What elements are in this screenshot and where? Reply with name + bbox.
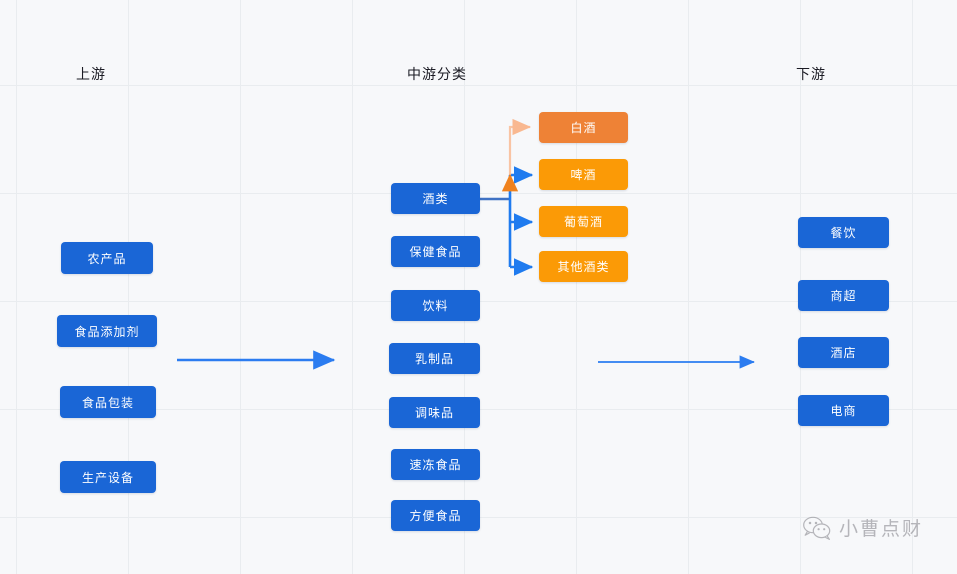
node-alcohol-wine[interactable]: 葡萄酒 [539, 206, 628, 237]
node-alcohol-baijiu[interactable]: 白酒 [539, 112, 628, 143]
node-upstream-agricultural-products[interactable]: 农产品 [61, 242, 153, 274]
node-upstream-food-additives[interactable]: 食品添加剂 [57, 315, 157, 347]
wechat-icon [803, 516, 831, 540]
node-midstream-alcohol[interactable]: 酒类 [391, 183, 480, 214]
node-midstream-dairy[interactable]: 乳制品 [389, 343, 480, 374]
node-alcohol-beer[interactable]: 啤酒 [539, 159, 628, 190]
node-midstream-condiments[interactable]: 调味品 [389, 397, 480, 428]
node-downstream-supermarket[interactable]: 商超 [798, 280, 889, 311]
column-header-downstream: 下游 [796, 66, 826, 82]
watermark-text: 小曹点财 [839, 519, 924, 540]
node-downstream-hotel[interactable]: 酒店 [798, 337, 889, 368]
node-midstream-beverages[interactable]: 饮料 [391, 290, 480, 321]
node-upstream-production-equipment[interactable]: 生产设备 [60, 461, 156, 493]
node-downstream-ecommerce[interactable]: 电商 [798, 395, 889, 426]
node-midstream-convenience-food[interactable]: 方便食品 [391, 500, 480, 531]
node-downstream-catering[interactable]: 餐饮 [798, 217, 889, 248]
node-upstream-food-packaging[interactable]: 食品包装 [60, 386, 156, 418]
column-header-midstream: 中游分类 [407, 66, 467, 82]
node-midstream-health-food[interactable]: 保健食品 [391, 236, 480, 267]
node-midstream-frozen-food[interactable]: 速冻食品 [391, 449, 480, 480]
link-to-baijiu [508, 118, 532, 175]
watermark: 小曹点财 [802, 514, 923, 541]
node-alcohol-other[interactable]: 其他酒类 [539, 251, 628, 282]
column-header-upstream: 上游 [76, 66, 106, 82]
